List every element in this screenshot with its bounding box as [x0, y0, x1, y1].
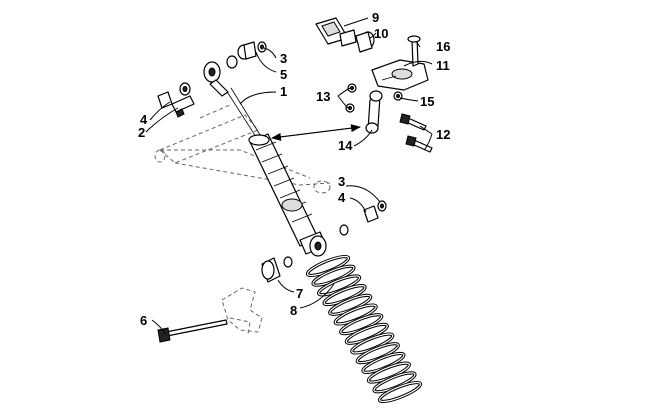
callout-2: 2: [138, 125, 145, 140]
shock-absorber: [225, 87, 327, 257]
upper-bushings: [226, 41, 267, 69]
reference-arrow: [271, 124, 361, 141]
callout-6: 6: [140, 313, 147, 328]
callout-11: 11: [436, 58, 450, 73]
lower-shock-bushing: [261, 256, 293, 283]
callout-4-lower: 4: [338, 190, 346, 205]
spindle-ghost: [221, 287, 263, 335]
upper-mount-hardware: [315, 17, 429, 101]
callout-16: 16: [436, 39, 450, 54]
callout-4-upper: 4: [140, 112, 148, 127]
callout-3-lower: 3: [338, 174, 345, 189]
callout-1: 1: [280, 84, 287, 99]
callout-3-upper: 3: [280, 51, 287, 66]
coil-spring: [305, 254, 423, 404]
callout-15: 15: [420, 94, 434, 109]
callout-12: 12: [436, 127, 450, 142]
leader-lines: [145, 17, 433, 335]
left-sleeve-and-bolt: [157, 82, 195, 118]
callout-10: 10: [374, 26, 388, 41]
callout-7: 7: [296, 286, 303, 301]
callout-14: 14: [338, 138, 353, 153]
long-bolt: [157, 319, 228, 343]
callout-8: 8: [290, 303, 297, 318]
a-arm-ghost: [154, 103, 331, 194]
callout-13: 13: [316, 89, 330, 104]
spring-coil-highlight: [378, 381, 422, 403]
lower-right-bushings: [339, 200, 387, 236]
shock-upper-eyelet: [203, 61, 229, 97]
callout-5: 5: [280, 67, 287, 82]
callout-9: 9: [372, 10, 379, 25]
